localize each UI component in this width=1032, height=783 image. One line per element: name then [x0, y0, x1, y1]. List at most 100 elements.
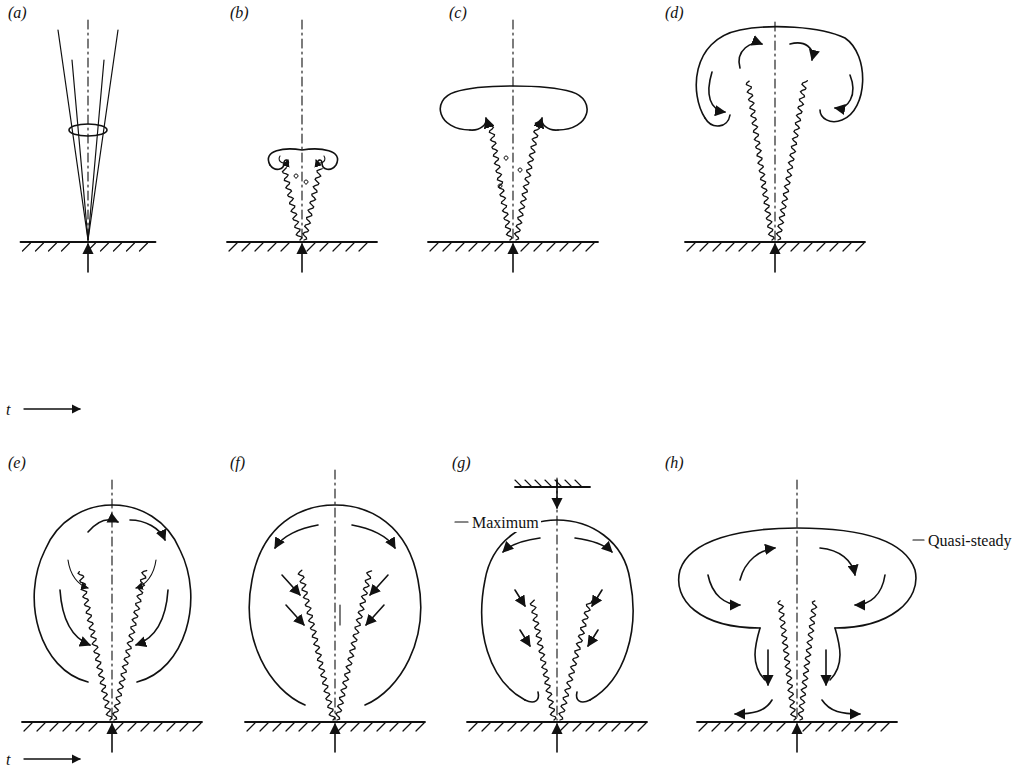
cap-outline: [249, 505, 420, 705]
ground-line: [21, 241, 156, 243]
ground-hatch: [508, 723, 516, 731]
symmetry-axis: [334, 470, 335, 720]
ground-hatch: [804, 243, 812, 251]
ground-hatch: [333, 243, 341, 251]
ground-hatch: [713, 243, 721, 251]
cap-curl: [542, 118, 558, 130]
entrainment-arrow: [592, 590, 602, 606]
ground-hatch: [738, 723, 746, 731]
ground-hatch: [495, 243, 503, 251]
cap-outline: [440, 86, 587, 130]
ground-hatch: [154, 723, 162, 731]
ground-hatch: [752, 243, 760, 251]
ground-hatch: [193, 723, 201, 731]
ground-hatch: [255, 243, 263, 251]
turbulent-edge: [78, 572, 112, 720]
turbulent-edge: [303, 169, 322, 240]
eddy: [498, 156, 522, 188]
spreading-arrow: [735, 700, 772, 714]
turbulent-edge: [282, 168, 301, 240]
entrainment-arrow: [286, 605, 304, 625]
ground-hatch: [416, 723, 424, 731]
entrainment-arrow: [588, 630, 598, 646]
ground-hatch: [856, 243, 864, 251]
ground-hatch: [534, 243, 542, 251]
turbulent-edge: [746, 81, 774, 240]
axis-tick: [339, 605, 340, 625]
entrainment-arrow: [282, 575, 300, 595]
recirculation-arrow: [316, 156, 325, 163]
stage-label: Maximum: [470, 514, 541, 532]
ground-hatch: [638, 723, 646, 731]
ground-line: [428, 241, 598, 243]
ground-hatch: [534, 723, 542, 731]
recirculation-arrow: [855, 575, 885, 605]
ground-hatch: [37, 723, 45, 731]
recirculation-arrow: [820, 548, 855, 575]
ground-hatch: [868, 723, 876, 731]
ground-hatch: [687, 243, 695, 251]
ground-hatch: [586, 723, 594, 731]
ground-hatch: [247, 723, 255, 731]
turbulent-edge: [515, 122, 540, 240]
ground-hatch: [23, 243, 31, 251]
ground-hatch: [560, 243, 568, 251]
ground-hatch: [778, 243, 786, 251]
ground-hatch: [599, 723, 607, 731]
ground-hatch: [140, 243, 148, 251]
turbulent-edge: [559, 601, 592, 720]
ground-hatch: [403, 723, 411, 731]
symmetry-axis: [774, 22, 775, 240]
ground-hatch: [573, 243, 581, 251]
ground-hatch: [791, 243, 799, 251]
source-arrow: [111, 724, 113, 752]
recirculation-arrow: [352, 525, 395, 548]
recirculation-arrow: [279, 156, 288, 163]
ground-hatch: [115, 723, 123, 731]
lid-hatch: [525, 480, 532, 487]
ground-hatch: [286, 723, 294, 731]
recirculation-arrow: [503, 538, 540, 552]
ground-hatch: [495, 723, 503, 731]
ground-hatch: [521, 243, 529, 251]
ground-hatch: [260, 723, 268, 731]
ground-hatch: [49, 243, 57, 251]
ground-hatch: [299, 723, 307, 731]
cap-outline: [482, 520, 633, 700]
panel-label: (a): [6, 4, 29, 22]
source-arrow: [512, 244, 514, 272]
vortex-ring: [69, 124, 107, 136]
panel-label: (c): [447, 4, 469, 22]
ground-hatch: [101, 243, 109, 251]
jet-edge: [88, 30, 118, 240]
turbulent-edge: [798, 601, 816, 720]
ground-hatch: [699, 723, 707, 731]
panel-label: (f): [228, 454, 247, 472]
ground-hatch: [377, 723, 385, 731]
jet-edge: [88, 60, 104, 240]
ground-hatch: [36, 243, 44, 251]
turbulent-edge: [488, 124, 512, 240]
ground-line: [227, 241, 377, 243]
ground-hatch: [128, 723, 136, 731]
recirculation-arrow: [136, 560, 156, 588]
cap-outline: [696, 27, 862, 122]
ground-hatch: [76, 723, 84, 731]
symmetry-axis: [301, 20, 302, 240]
recirculation-arrow: [68, 560, 88, 588]
cap-curl: [470, 118, 486, 130]
ground-hatch: [127, 243, 135, 251]
ground-hatch: [273, 723, 281, 731]
lid-hatch: [515, 480, 522, 487]
recirculation-arrow: [60, 590, 90, 645]
cap-outline: [268, 149, 337, 169]
panel-label: (d): [663, 4, 686, 22]
ground-hatch: [739, 243, 747, 251]
ground-hatch: [855, 723, 863, 731]
ground-hatch: [816, 723, 824, 731]
ground-hatch: [803, 723, 811, 731]
source-arrow: [774, 244, 776, 272]
ground-hatch: [547, 243, 555, 251]
recirculation-arrow: [790, 43, 813, 60]
